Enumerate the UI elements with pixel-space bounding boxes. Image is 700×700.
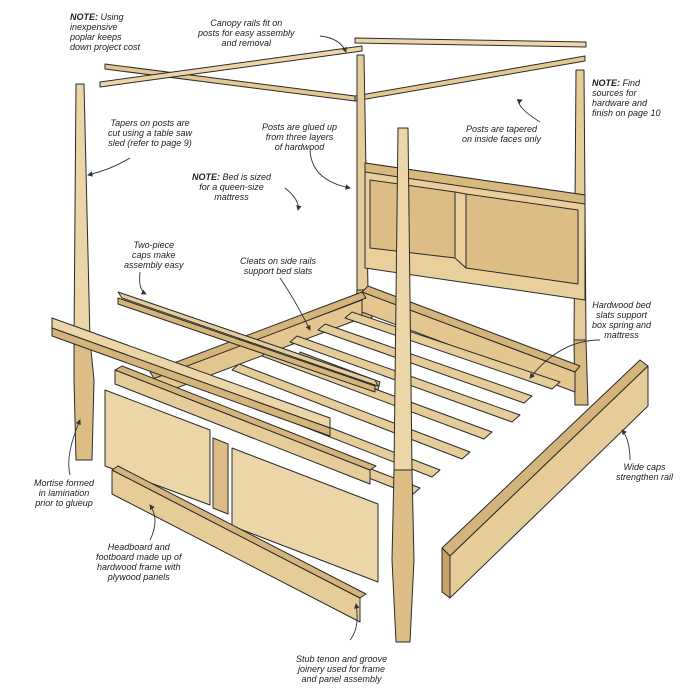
glued-line-1: Posts are glued up	[262, 122, 338, 132]
note-sources-prefix: NOTE:	[592, 78, 620, 88]
callout-headboard: Headboard and footboard made up of hardw…	[96, 542, 182, 582]
callout-posts-tapered: Posts are tapered on inside faces only	[462, 124, 541, 144]
leader-tapers	[87, 157, 131, 177]
caps-line-1: Two-piece	[133, 240, 175, 250]
leader-headboard	[149, 504, 156, 541]
slats-line-3: box spring and	[592, 320, 652, 330]
canopy-line-2: posts for easy assembly	[198, 28, 295, 38]
front-left-rail	[51, 317, 331, 437]
leader-two-piece	[139, 271, 147, 295]
note-poplar-line-3: poplar keeps	[70, 32, 122, 42]
cleats-line-2: support bed slats	[243, 266, 313, 276]
callout-two-piece-caps: Two-piece caps make assembly easy	[124, 240, 184, 270]
slats-line-1: Hardwood bed	[592, 300, 651, 310]
two-piece-cap	[117, 291, 379, 393]
leader-canopy	[319, 35, 347, 53]
footboard-panel-left	[104, 389, 211, 506]
cleats-line-1: Cleats on side rails	[240, 256, 317, 266]
callout-canopy-rails: Canopy rails fit on posts for easy assem…	[198, 18, 295, 48]
tapers-line-2: cut using a table saw	[108, 128, 193, 138]
note-queen-line-2: for a queen-size	[199, 182, 264, 192]
stub-line-1: Stub tenon and groove	[296, 654, 388, 664]
callout-cleats: Cleats on side rails support bed slats	[240, 256, 316, 276]
callout-note-sources: NOTE: Find sources for hardware and fini…	[592, 78, 661, 118]
wide-caps-line-2: strengthen rail	[616, 472, 674, 482]
caps-line-3: assembly easy	[124, 260, 184, 270]
caps-line-2: caps make	[132, 250, 176, 260]
callout-note-queen: NOTE: Bed is sized for a queen-size matt…	[192, 172, 271, 202]
callout-hardwood-slats: Hardwood bed slats support box spring an…	[592, 300, 651, 340]
stub-line-3: and panel assembly	[301, 674, 382, 684]
headboard	[364, 162, 586, 301]
mortise-line-1: Mortise formed	[34, 478, 95, 488]
side-rail-right	[361, 285, 581, 393]
wide-caps-line-1: Wide caps	[623, 462, 666, 472]
tapers-line-3: sled (refer to page 9)	[108, 138, 192, 148]
callout-posts-glued: Posts are glued up from three layers of …	[262, 122, 337, 152]
note-sources-line-2: sources for	[592, 88, 637, 98]
footboard-bottom-rail	[111, 465, 367, 623]
mortise-line-2: in lamination	[38, 488, 90, 498]
mortise-line-3: prior to glueup	[35, 498, 93, 508]
leader-cleats	[279, 277, 311, 331]
glued-line-3: of hardwood	[274, 142, 325, 152]
slats-line-4: mattress	[604, 330, 639, 340]
canopy-rails	[99, 37, 587, 102]
canopy-line-1: Canopy rails fit on	[210, 18, 283, 28]
leader-glued	[309, 147, 351, 190]
wide-cap-rail	[441, 359, 649, 599]
slat	[317, 323, 533, 404]
canopy-line-3: and removal	[221, 38, 272, 48]
front-post-left	[73, 83, 95, 461]
footboard-top-rail	[114, 365, 377, 485]
front-post-right	[391, 127, 415, 643]
note-sources-line-3: hardware and	[592, 98, 648, 108]
leader-queen	[284, 187, 302, 211]
leader-wide-caps	[621, 429, 631, 461]
note-queen-line-3: mattress	[214, 192, 249, 202]
headboard-line-1: Headboard and	[107, 542, 170, 552]
canopy-rail-back	[354, 37, 587, 48]
leader-stub	[349, 603, 360, 641]
tapers-line-1: Tapers on posts are	[110, 118, 190, 128]
note-poplar-prefix: NOTE:	[70, 12, 98, 22]
leader-tapered	[516, 99, 541, 123]
stub-line-2: joinery used for frame	[298, 664, 386, 674]
callout-wide-caps: Wide caps strengthen rail	[616, 462, 673, 482]
note-poplar-line-4: down project cost	[70, 42, 141, 52]
note-sources-line-1: Find	[622, 78, 641, 88]
canopy-rail-front	[354, 55, 586, 102]
tapered-line-1: Posts are tapered	[466, 124, 538, 134]
note-poplar-line-2: inexpensive	[70, 22, 118, 32]
callout-tapers-posts: Tapers on posts are cut using a table sa…	[108, 118, 192, 148]
note-queen-prefix: NOTE:	[192, 172, 220, 182]
headboard-panel-left	[369, 179, 456, 259]
headboard-line-4: plywood panels	[107, 572, 170, 582]
headboard-line-3: hardwood frame with	[97, 562, 181, 572]
slats-line-2: slats support	[596, 310, 648, 320]
leader-slats	[529, 339, 601, 379]
callout-note-poplar: NOTE: Using inexpensive poplar keeps dow…	[70, 12, 140, 52]
headboard-line-2: footboard made up of	[96, 552, 182, 562]
note-poplar-line-1: Using	[100, 12, 124, 22]
glued-line-2: from three layers	[265, 132, 334, 142]
tapered-line-2: on inside faces only	[462, 134, 542, 144]
note-sources-line-4: finish on page 10	[592, 108, 661, 118]
footboard-panel-right	[231, 447, 379, 583]
note-queen-line-1: Bed is sized	[222, 172, 272, 182]
leader-mortise	[68, 419, 81, 476]
footboard-stile	[212, 437, 229, 515]
canopy-rail-cross	[99, 45, 363, 88]
callout-mortise: Mortise formed in lamination prior to gl…	[34, 478, 94, 508]
headboard-stile	[454, 191, 467, 269]
callout-stub-tenon: Stub tenon and groove joinery used for f…	[296, 654, 387, 684]
headboard-panel-right	[465, 193, 579, 285]
